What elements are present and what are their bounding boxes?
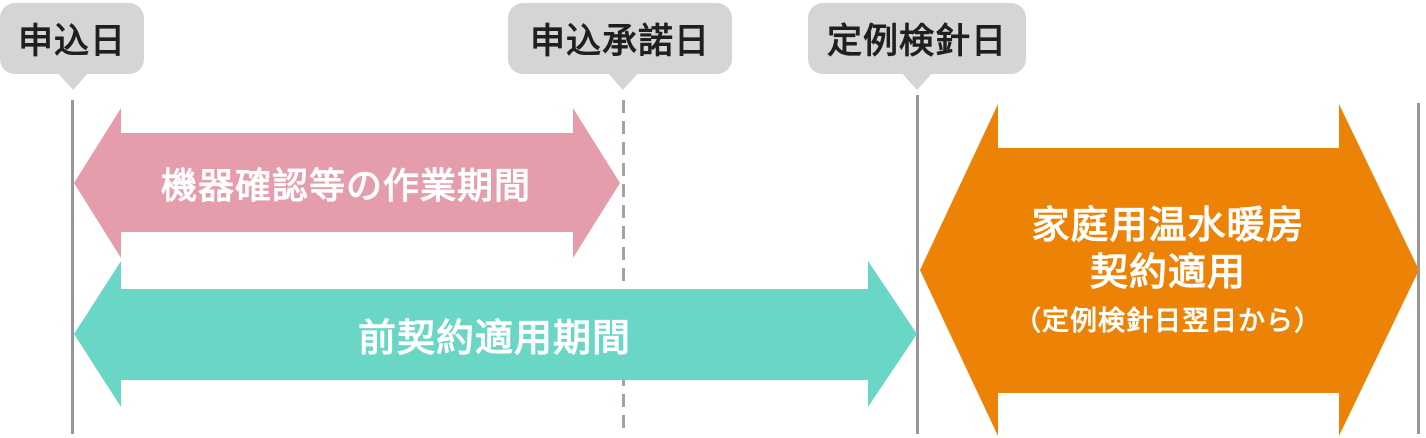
new-contract-label: 家庭用温水暖房 契約適用 （定例検針日翌日から）: [958, 104, 1378, 436]
date-bubble-meter-reading-label: 定例検針日: [826, 22, 1007, 61]
new-contract-label-line2: 契約適用: [1089, 251, 1246, 294]
previous-contract-label: 前契約適用期間: [357, 317, 631, 360]
date-bubble-acceptance-label: 申込承諾日: [529, 22, 710, 61]
new-contract-label-line1: 家庭用温水暖房: [1031, 205, 1305, 248]
date-bubble-application: 申込日: [0, 3, 144, 74]
new-contract-label-line3: （定例検針日翌日から）: [1014, 306, 1322, 337]
work-period-arrow: [74, 108, 620, 258]
bubble-pointer-icon: [900, 71, 934, 90]
date-bubble-meter-reading: 定例検針日: [808, 3, 1026, 74]
date-bubble-application-label: 申込日: [17, 22, 126, 61]
bubble-pointer-icon: [56, 71, 90, 90]
work-period-label: 機器確認等の作業期間: [160, 165, 531, 206]
date-bubble-acceptance: 申込承諾日: [508, 3, 732, 74]
new-contract-arrow: [920, 104, 1419, 436]
bubble-pointer-icon: [606, 71, 640, 90]
previous-contract-arrow: [74, 261, 917, 407]
